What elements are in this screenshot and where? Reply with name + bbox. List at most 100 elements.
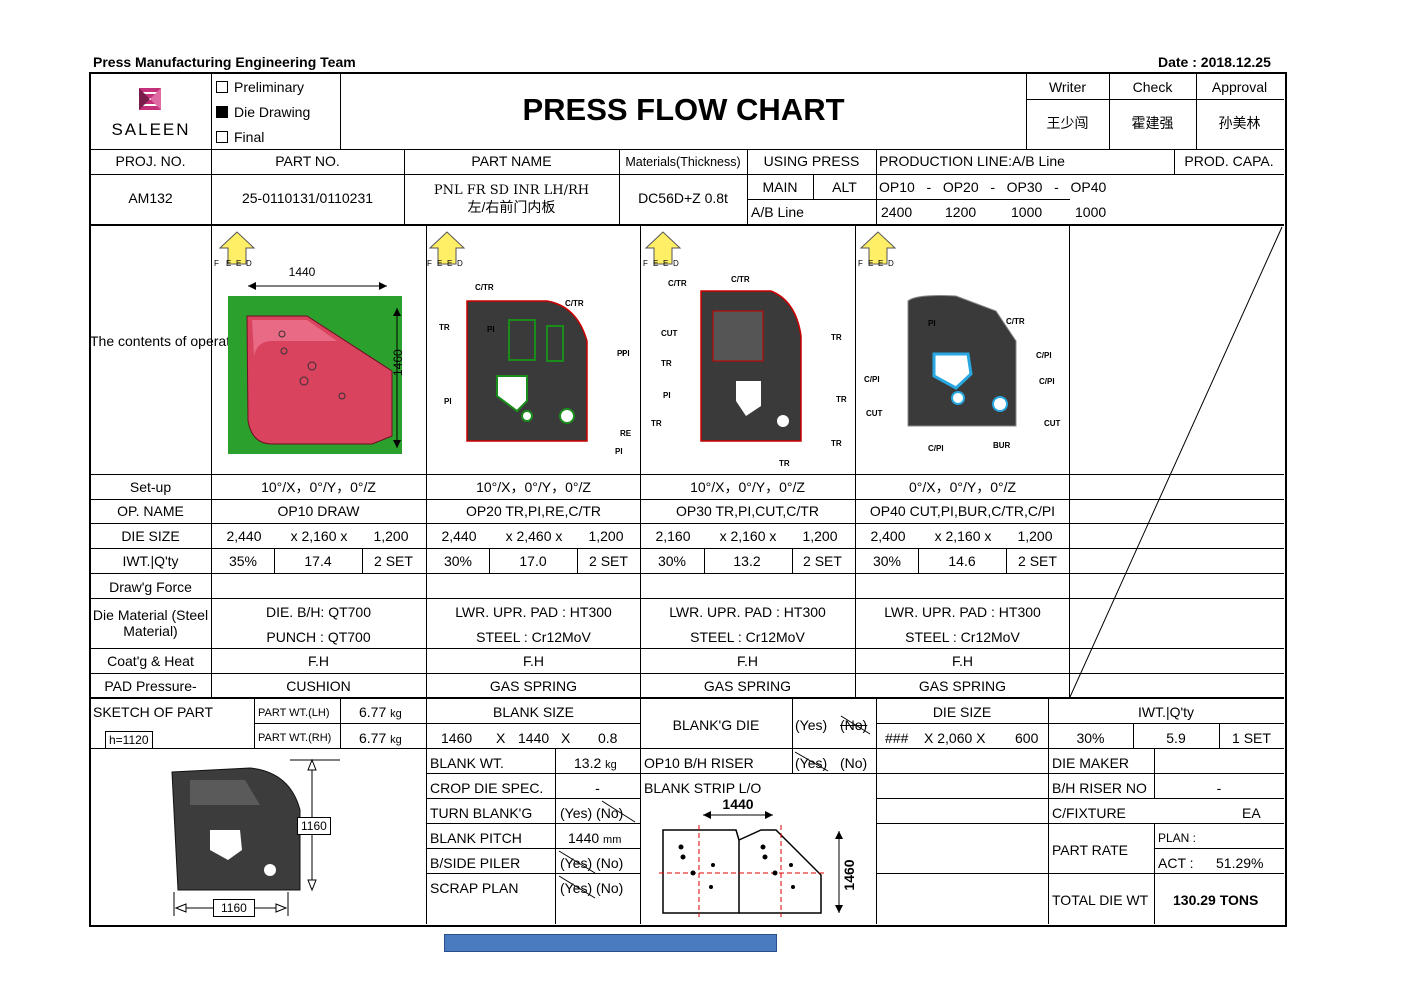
op-iwt-rate: 30% [657, 553, 687, 569]
part-rate-label: PART RATE [1052, 842, 1128, 858]
status-preliminary[interactable]: Preliminary [216, 79, 304, 95]
status-die-drawing[interactable]: Die Drawing [216, 104, 310, 120]
press-main: MAIN [762, 179, 798, 195]
op-material-2: STEEL : Cr12MoV [905, 629, 1020, 645]
op-die-size-2: x 2,160 x [719, 528, 777, 544]
blanking-die-no[interactable]: (No) [840, 717, 868, 733]
svg-text:C/TR: C/TR [475, 283, 494, 292]
op-pad: GAS SPRING [918, 678, 1007, 694]
turn-blank-value[interactable]: (Yes) (No) [560, 805, 624, 821]
op-iwt-rate: 35% [228, 553, 258, 569]
svg-text:TR: TR [661, 359, 672, 368]
svg-text:1440: 1440 [722, 796, 753, 812]
svg-text:TR: TR [439, 323, 450, 332]
press-line: A/B Line [751, 204, 804, 220]
svg-text:CUT: CUT [1044, 419, 1061, 428]
blank-wt-label: BLANK WT. [430, 755, 504, 771]
svg-text:C/TR: C/TR [1006, 317, 1025, 326]
op-die-size-1: 2,400 [870, 528, 906, 544]
svg-text:C/PI: C/PI [864, 375, 880, 384]
svg-text:PI: PI [487, 325, 495, 334]
blank-size-1: 1460 [441, 730, 473, 746]
svg-text:E: E [663, 259, 668, 268]
svg-text:TR: TR [831, 333, 842, 342]
svg-text:PI: PI [617, 349, 625, 358]
svg-text:PI: PI [615, 447, 623, 456]
page-title: PRESS FLOW CHART [522, 92, 845, 127]
op10-riser-yes[interactable]: (Yes) [795, 755, 828, 771]
logo-text: SALEEN [111, 120, 191, 139]
sketch-width: 1160 [213, 899, 255, 917]
part-name-en: PNL FR SD INR LH/RH [433, 183, 590, 198]
svg-text:1460: 1460 [841, 859, 857, 890]
svg-text:C/PI: C/PI [928, 444, 944, 453]
op-iwt-qty: 2 SET [1018, 553, 1057, 569]
op-iwt-weight: 17.4 [304, 553, 332, 569]
op-setup: 10°/X，0°/Y，0°/Z [261, 479, 376, 495]
op-sequence: OP10 - OP20 - OP30 - OP40 [879, 179, 1107, 195]
blanking-die-label: BLANK'G DIE [672, 717, 760, 733]
die-size-label: DIE SIZE [121, 528, 180, 544]
svg-text:CUT: CUT [866, 409, 883, 418]
die-size-b-3: 600 [1015, 730, 1039, 746]
capa-op30: 1000 [1011, 204, 1043, 220]
bside-piler-value[interactable]: (Yes) (No) [560, 855, 624, 871]
svg-text:F: F [427, 259, 432, 268]
blank-size-label: BLANK SIZE [493, 704, 574, 720]
op-name: OP30 TR,PI,CUT,C/TR [676, 503, 819, 519]
scrap-plan-value[interactable]: (Yes) (No) [560, 880, 624, 896]
cfixture-label: C/FIXTURE [1052, 805, 1126, 821]
svg-text:D: D [246, 259, 252, 268]
part-name-cn: 左/右前门内板 [467, 199, 556, 215]
op-die-size-3: 1,200 [1017, 528, 1053, 544]
bh-riser-value: - [1216, 780, 1222, 796]
svg-text:TR: TR [836, 395, 847, 404]
svg-text:E: E [653, 259, 658, 268]
blank-size-2: 1440 [518, 730, 550, 746]
prod-capa-header: PROD. CAPA. [1184, 153, 1274, 169]
die-maker-label: DIE MAKER [1052, 755, 1130, 771]
svg-text:TR: TR [831, 439, 842, 448]
part-shape [466, 300, 588, 442]
die-size-b-2: X 2,060 X [924, 730, 986, 746]
svg-text:C/PI: C/PI [1039, 377, 1055, 386]
feed-arrow-icon [218, 231, 256, 265]
blank-size-x2: X [561, 730, 571, 746]
capa-op20: 1200 [945, 204, 977, 220]
coat-heat-label: Coat'g & Heat [107, 653, 194, 669]
op10-width-label: 1440 [289, 265, 316, 279]
cfixture-value: EA [1242, 805, 1261, 821]
svg-text:RE: RE [620, 429, 632, 438]
svg-text:TR: TR [651, 419, 662, 428]
op-coat: F.H [737, 653, 758, 669]
svg-text:D: D [457, 259, 463, 268]
blanking-die-yes[interactable]: (Yes) [795, 717, 828, 733]
op-iwt-qty: 2 SET [803, 553, 842, 569]
op-name: OP10 DRAW [277, 503, 360, 519]
svg-text:PI: PI [928, 319, 936, 328]
svg-text:PI: PI [622, 349, 630, 358]
op10-riser-no[interactable]: (No) [840, 755, 868, 771]
status-final[interactable]: Final [216, 129, 264, 145]
bside-piler-label: B/SIDE PILER [430, 855, 521, 871]
op-material-1: LWR. UPR. PAD : HT300 [669, 604, 826, 620]
op-material-2: STEEL : Cr12MoV [476, 629, 591, 645]
iwt-b-label: IWT.|Q'ty [1137, 704, 1195, 720]
op-die-size-2: x 2,460 x [505, 528, 563, 544]
blank-pitch-value: 1440 mm [568, 830, 622, 846]
op-material-1: LWR. UPR. PAD : HT300 [455, 604, 612, 620]
svg-text:D: D [888, 259, 894, 268]
die-size-b-1: ### [885, 730, 909, 746]
svg-text:C/PI: C/PI [1036, 351, 1052, 360]
op-die-size-2: x 2,160 x [290, 528, 348, 544]
drawg-force-label: Draw'g Force [109, 579, 192, 595]
bh-riser-label: B/H RISER NO [1052, 780, 1147, 796]
op-setup: 0°/X，0°/Y，0°/Z [908, 479, 1017, 495]
svg-text:E: E [447, 259, 452, 268]
svg-text:PI: PI [444, 397, 452, 406]
capa-op10: 2400 [881, 204, 913, 220]
crop-die-label: CROP DIE SPEC. [430, 780, 544, 796]
blank-strip-drawing: 1440 1460 [659, 796, 857, 917]
part-wt-lh-label: PART WT.(LH) [258, 707, 330, 719]
